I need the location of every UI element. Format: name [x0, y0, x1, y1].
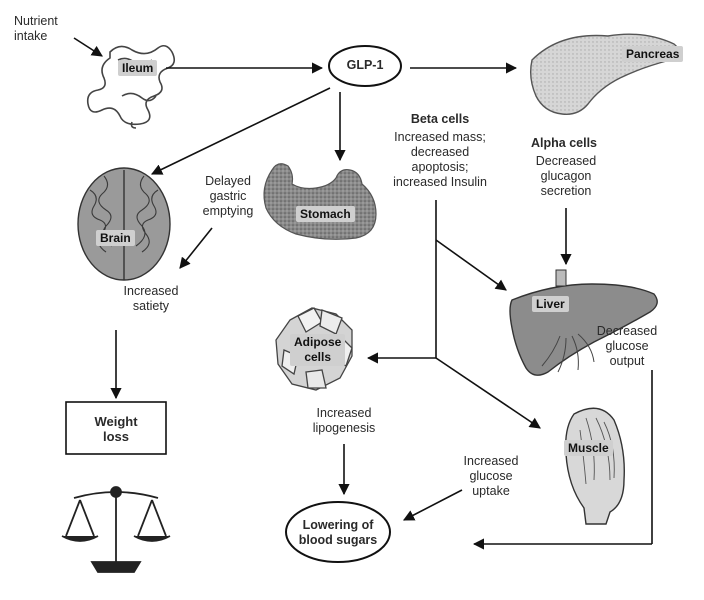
- beta-cells-text: Increased mass; decreased apoptosis; inc…: [393, 130, 487, 189]
- gastric-emptying-label: Delayed gastric emptying: [202, 174, 254, 218]
- arrow-uptake-bloodsugar: [403, 489, 463, 521]
- brain-illustration: [77, 167, 171, 281]
- ileum-label: Ileum: [118, 60, 158, 76]
- glp1-label: GLP-1: [346, 58, 384, 72]
- nutrient-intake-label: Nutrient intake: [14, 14, 58, 43]
- stomach-label: Stomach: [296, 206, 355, 222]
- lipogenesis-label: Increased lipogenesis: [312, 406, 376, 435]
- brain-label: Brain: [96, 230, 135, 246]
- glp1-node: [328, 45, 402, 87]
- alpha-cells-title: Alpha cells: [531, 136, 597, 150]
- arrow-beta-liver: [435, 239, 507, 291]
- weight-loss-box: [65, 401, 167, 455]
- satiety-label: Increased satiety: [123, 284, 179, 313]
- liver-label: Liver: [532, 296, 569, 312]
- ileum-illustration: [86, 44, 176, 129]
- muscle-illustration: [564, 407, 625, 525]
- arrow-nutrient-ileum: [73, 37, 103, 57]
- weight-loss-label: Weight loss: [94, 414, 138, 444]
- adipose-label: Adipose cells: [290, 334, 346, 366]
- blood-sugar-label: Lowering of blood sugars: [298, 518, 378, 547]
- muscle-label: Muscle: [564, 440, 613, 456]
- blood-sugar-node: [285, 501, 391, 563]
- arrow-glp1-brain: [150, 87, 331, 175]
- glucose-uptake-label: Increased glucose uptake: [463, 454, 519, 498]
- arrow-beta-muscle: [435, 357, 541, 429]
- arrow-gastric-satiety: [179, 227, 213, 269]
- scale-illustration: [61, 486, 171, 573]
- alpha-cells-text: Decreased glucagon secretion: [535, 154, 597, 198]
- glucose-output-label: Decreased glucose output: [596, 324, 658, 368]
- beta-cells-title: Beta cells: [410, 112, 470, 126]
- stomach-illustration: [263, 163, 377, 240]
- pancreas-label: Pancreas: [622, 46, 684, 62]
